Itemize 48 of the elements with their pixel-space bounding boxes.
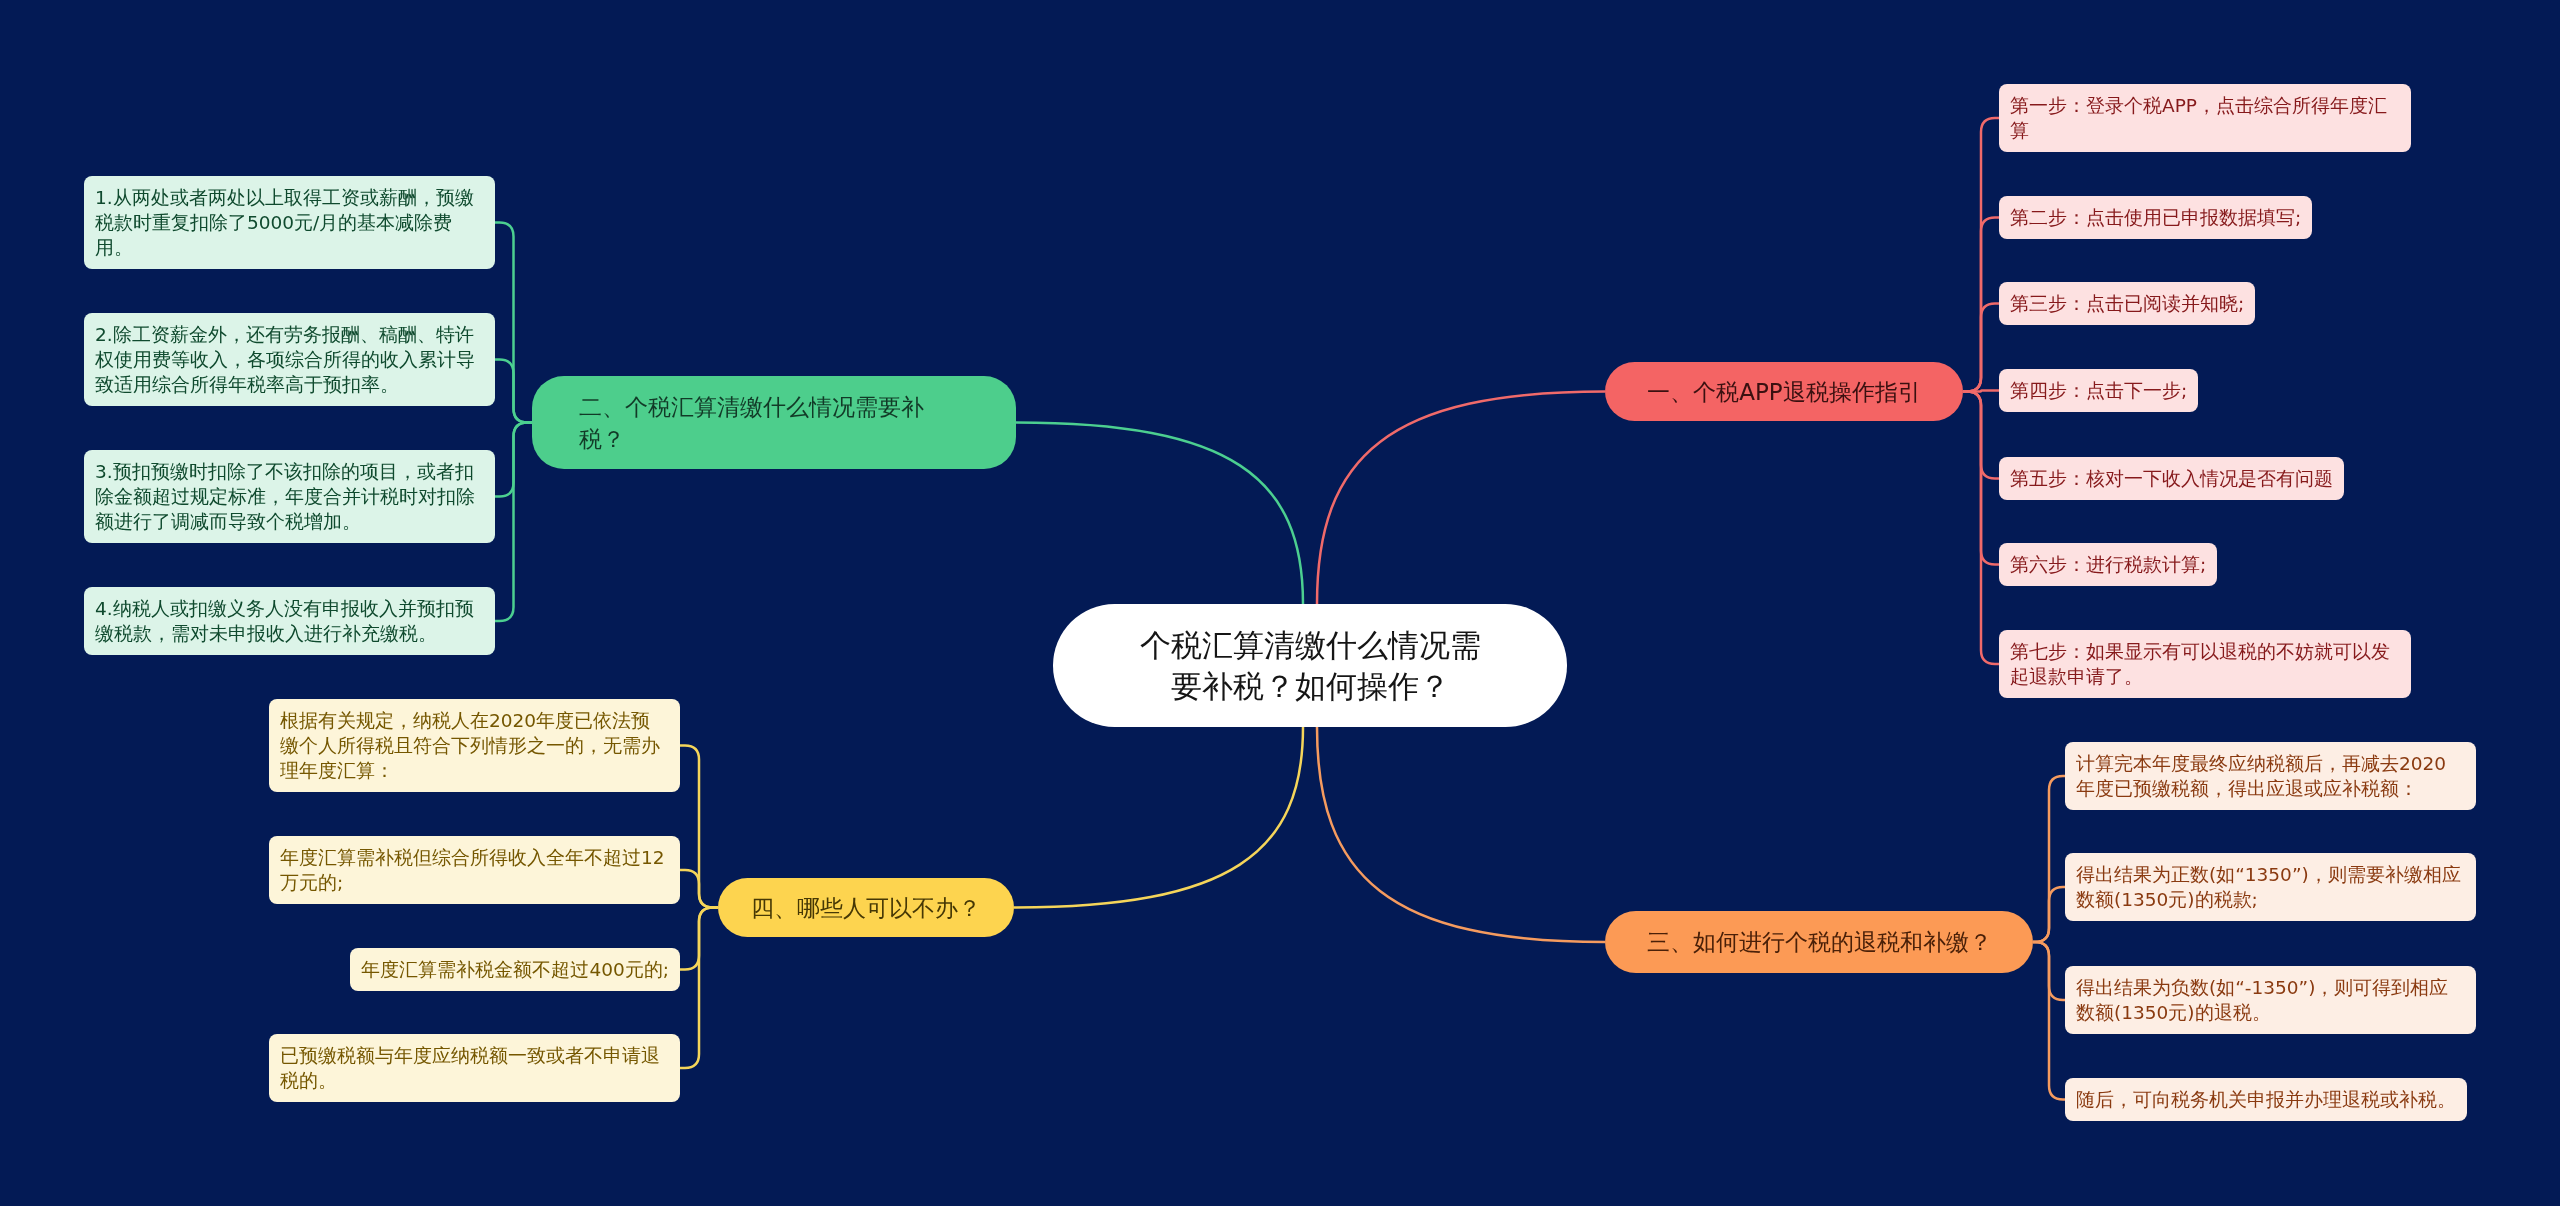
subtopic <box>84 587 495 655</box>
subtopic <box>1999 543 2218 586</box>
subtopic <box>269 836 680 904</box>
connector-line <box>1315 726 1606 944</box>
topic-text: 第六步：进行税款计算; <box>2010 553 2207 577</box>
topic-text: 第二步：点击使用已申报数据填写; <box>2010 206 2302 230</box>
subtopic <box>269 1034 680 1102</box>
topic-text: 3.预扣预缴时扣除了不该扣除的项目，或者扣除金额超过规定标准，年度合并计税时对扣除额进行了调减而导致个税增加。 <box>95 460 476 534</box>
topic-text: 得出结果为正数(如“1350”)，则需要补缴相应数额(1350元)的税款; <box>2076 863 2462 912</box>
topic-text: 根据有关规定，纳税人在2020年度已依法预缴个人所得税且符合下列情形之一的，无需办理年度汇算： <box>280 709 661 783</box>
subtopic <box>1999 369 2199 412</box>
connector-line <box>1015 421 1305 605</box>
topic-text: 2.除工资薪金外，还有劳务报酬、稿酬、特许权使用费等收入，各项综合所得的收入累计导致适用综合所得年税率高于预扣率。 <box>95 323 476 397</box>
subtopic <box>84 313 495 406</box>
subtopic <box>84 176 495 269</box>
subtopic <box>1999 457 2344 500</box>
subtopic <box>2065 853 2476 921</box>
subtopic <box>1999 282 2256 325</box>
subtopic <box>269 699 680 792</box>
subtopic <box>2065 1078 2467 1121</box>
topic-text: 第一步：登录个税APP，点击综合所得年度汇算 <box>2010 94 2388 143</box>
topic-text: 第七步：如果显示有可以退税的不妨就可以发起退款申请了。 <box>2010 640 2391 689</box>
topic-text: 个税汇算清缴什么情况需要补税？如何操作？ <box>1138 625 1482 706</box>
subtopic <box>2065 742 2476 810</box>
topic-text: 4.纳税人或扣缴义务人没有申报收入并预扣预缴税款，需对未申报收入进行补充缴税。 <box>95 597 475 646</box>
topic-text: 年度汇算需补税但综合所得收入全年不超过12万元的; <box>280 846 666 895</box>
subtopic <box>84 450 495 543</box>
main-topic <box>532 376 1016 469</box>
connector-line <box>1013 726 1305 909</box>
topic-text: 年度汇算需补税金额不超过400元的; <box>361 958 669 982</box>
topic-text: 一、个税APP退税操作指引 <box>1647 377 1921 407</box>
topic-text: 二、个税汇算清缴什么情况需要补税？ <box>579 392 925 454</box>
connector-line <box>1315 390 1606 605</box>
topic-text: 已预缴税额与年度应纳税额一致或者不申请退税的。 <box>280 1044 661 1093</box>
topic-text: 第三步：点击已阅读并知晓; <box>2010 292 2245 316</box>
topic-text: 计算完本年度最终应纳税额后，再减去2020年度已预缴税额，得出应退或应补税额： <box>2076 752 2448 801</box>
subtopic <box>2065 966 2476 1034</box>
subtopic <box>350 948 680 991</box>
topic-text: 第五步：核对一下收入情况是否有问题 <box>2010 467 2333 491</box>
topic-text: 1.从两处或者两处以上取得工资或薪酬，预缴税款时重复扣除了5000元/月的基本减除费用。 <box>95 186 475 260</box>
topic-text: 第四步：点击下一步; <box>2010 379 2188 403</box>
topic-text: 随后，可向税务机关申报并办理退税或补税。 <box>2076 1088 2456 1112</box>
topic-text: 三、如何进行个税的退税和补缴？ <box>1646 928 1992 957</box>
subtopic <box>1999 630 2411 698</box>
topic-text: 得出结果为负数(如“-1350”)，则可得到相应数额(1350元)的退税。 <box>2076 976 2450 1025</box>
subtopic <box>1999 84 2411 152</box>
topic-text: 四、哪些人可以不办？ <box>751 893 981 923</box>
subtopic <box>1999 196 2313 239</box>
